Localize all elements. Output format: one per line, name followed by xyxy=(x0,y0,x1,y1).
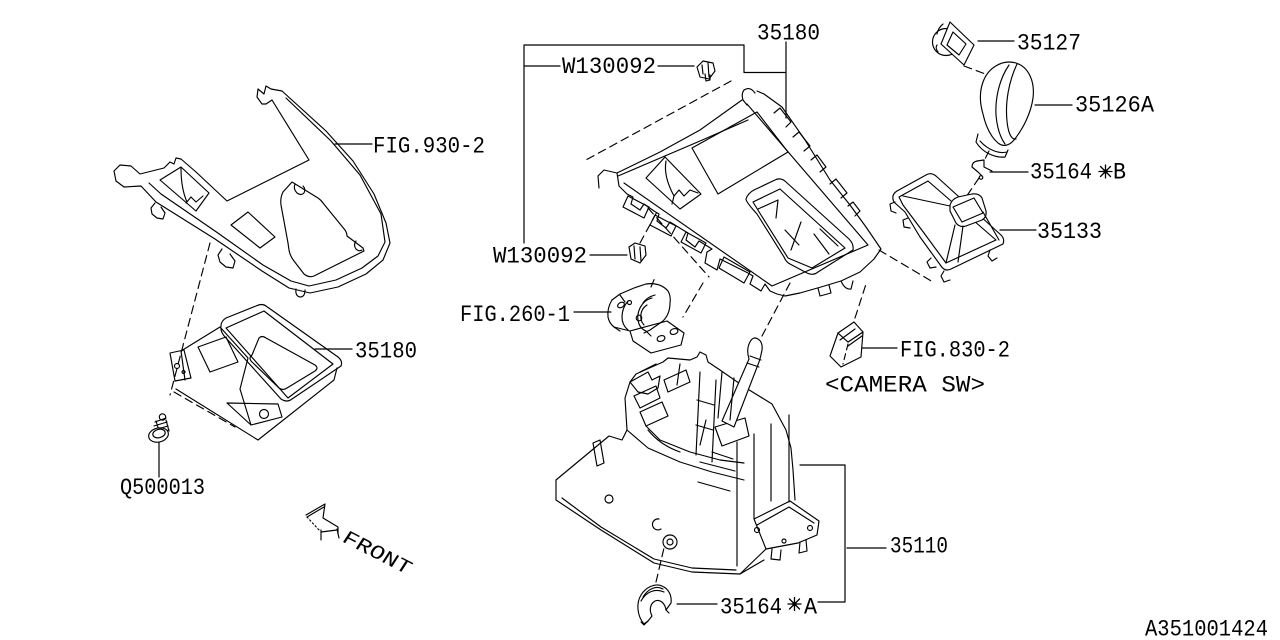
svg-text:B: B xyxy=(1113,160,1126,187)
svg-text:35180: 35180 xyxy=(355,339,417,366)
svg-text:W130092: W130092 xyxy=(493,244,587,271)
svg-text:FIG.930-2: FIG.930-2 xyxy=(373,134,485,161)
svg-text:35164: 35164 xyxy=(720,595,782,622)
svg-text:FIG.260-1: FIG.260-1 xyxy=(460,302,570,329)
svg-text:A: A xyxy=(804,595,818,622)
svg-text:W130092: W130092 xyxy=(562,54,656,81)
svg-text:35126A: 35126A xyxy=(1075,93,1155,120)
svg-text:A351001424: A351001424 xyxy=(1145,617,1268,640)
svg-text:35164: 35164 xyxy=(1030,160,1092,187)
svg-text:35127: 35127 xyxy=(1017,31,1081,58)
svg-text:<CAMERA SW>: <CAMERA SW> xyxy=(825,373,985,400)
svg-text:35110: 35110 xyxy=(890,534,948,561)
svg-text:FIG.830-2: FIG.830-2 xyxy=(900,338,1010,365)
svg-text:35133: 35133 xyxy=(1037,219,1102,246)
svg-text:Q500013: Q500013 xyxy=(120,475,205,502)
svg-text:35180: 35180 xyxy=(757,21,820,48)
